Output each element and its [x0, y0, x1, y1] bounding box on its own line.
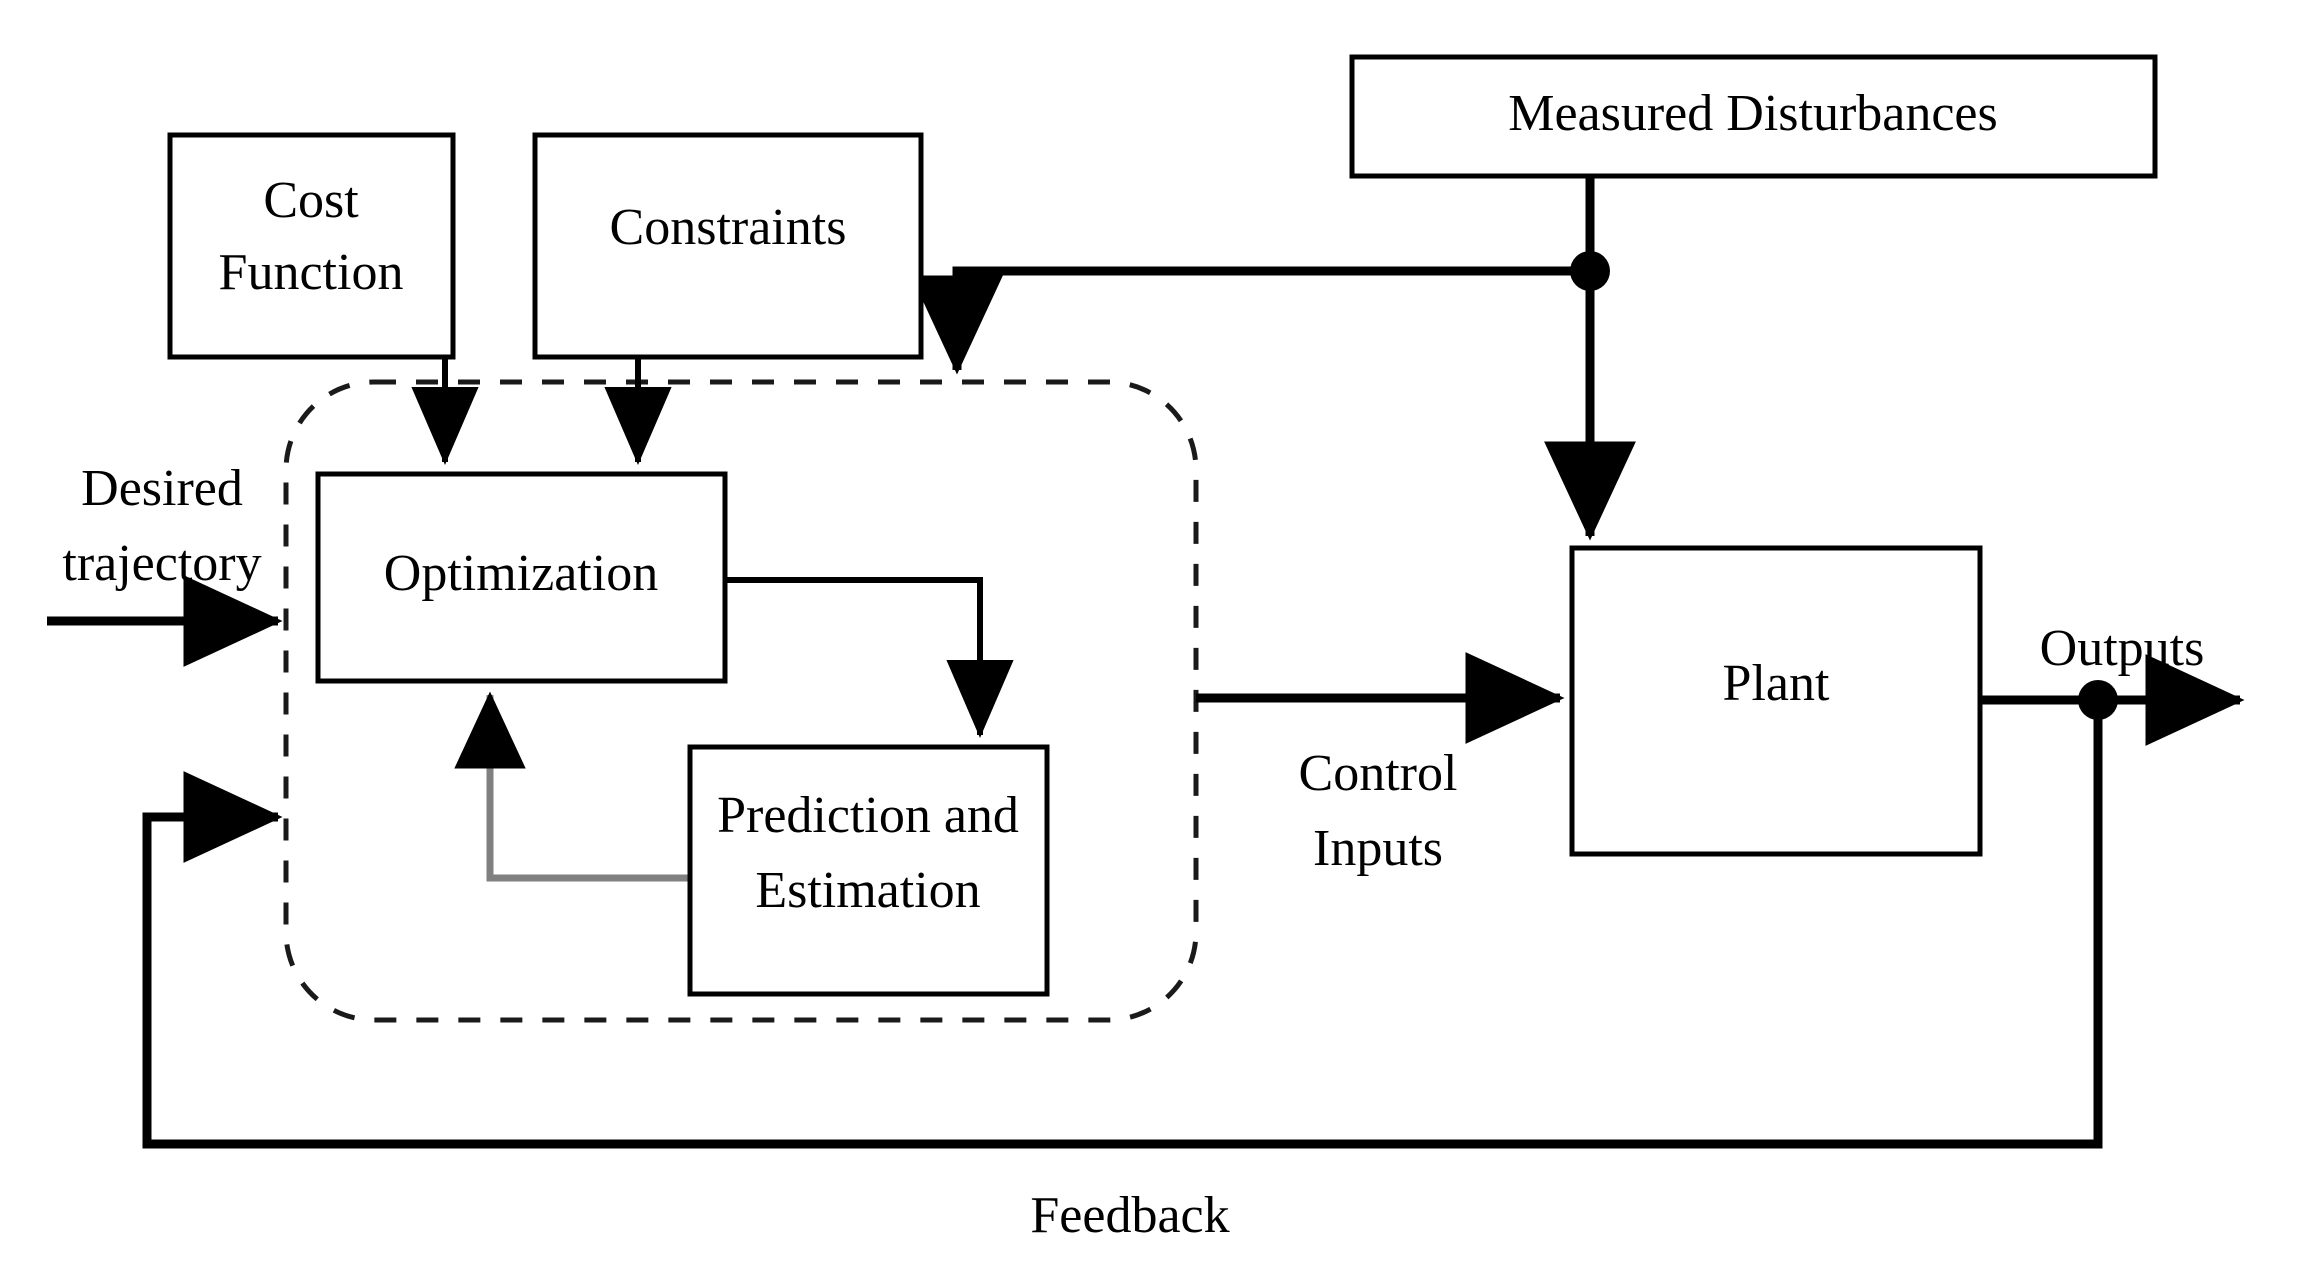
wire-feedback-loop — [142, 700, 2103, 1149]
wire-prediction-to-optimization — [454, 691, 690, 882]
block-constraints-label: Constraints — [610, 199, 847, 256]
block-prediction-estimation[interactable] — [687, 744, 1050, 997]
wire-disturbance-to-controller — [911, 266, 1590, 375]
block-plant[interactable] — [1569, 545, 1983, 857]
block-prediction-estimation-label-line2: Estimation — [755, 862, 980, 919]
label-desired-trajectory-line1: Desired — [81, 460, 243, 517]
block-measured-disturbances[interactable] — [1349, 54, 2158, 179]
block-cost-function-label-line1: Cost — [263, 172, 359, 229]
label-control-inputs-line2: Inputs — [1313, 820, 1443, 877]
block-cost-function-label-line2: Function — [219, 244, 404, 301]
block-cost-function[interactable] — [167, 132, 456, 360]
block-prediction-estimation-label-line1: Prediction and — [717, 787, 1019, 844]
disturbance-junction-dot — [1570, 251, 1610, 291]
label-control-inputs-line1: Control — [1299, 745, 1458, 802]
output-junction-dot — [2078, 680, 2118, 720]
wire-optimization-to-prediction — [725, 577, 1014, 738]
block-constraints[interactable] — [532, 132, 924, 360]
label-outputs: Outputs — [2040, 620, 2205, 677]
block-optimization[interactable] — [315, 471, 728, 684]
label-feedback: Feedback — [1030, 1187, 1229, 1244]
block-measured-disturbances-label: Measured Disturbances — [1508, 85, 1998, 142]
block-plant-label: Plant — [1723, 655, 1830, 712]
label-desired-trajectory-line2: trajectory — [62, 535, 261, 592]
block-optimization-label: Optimization — [384, 545, 658, 602]
